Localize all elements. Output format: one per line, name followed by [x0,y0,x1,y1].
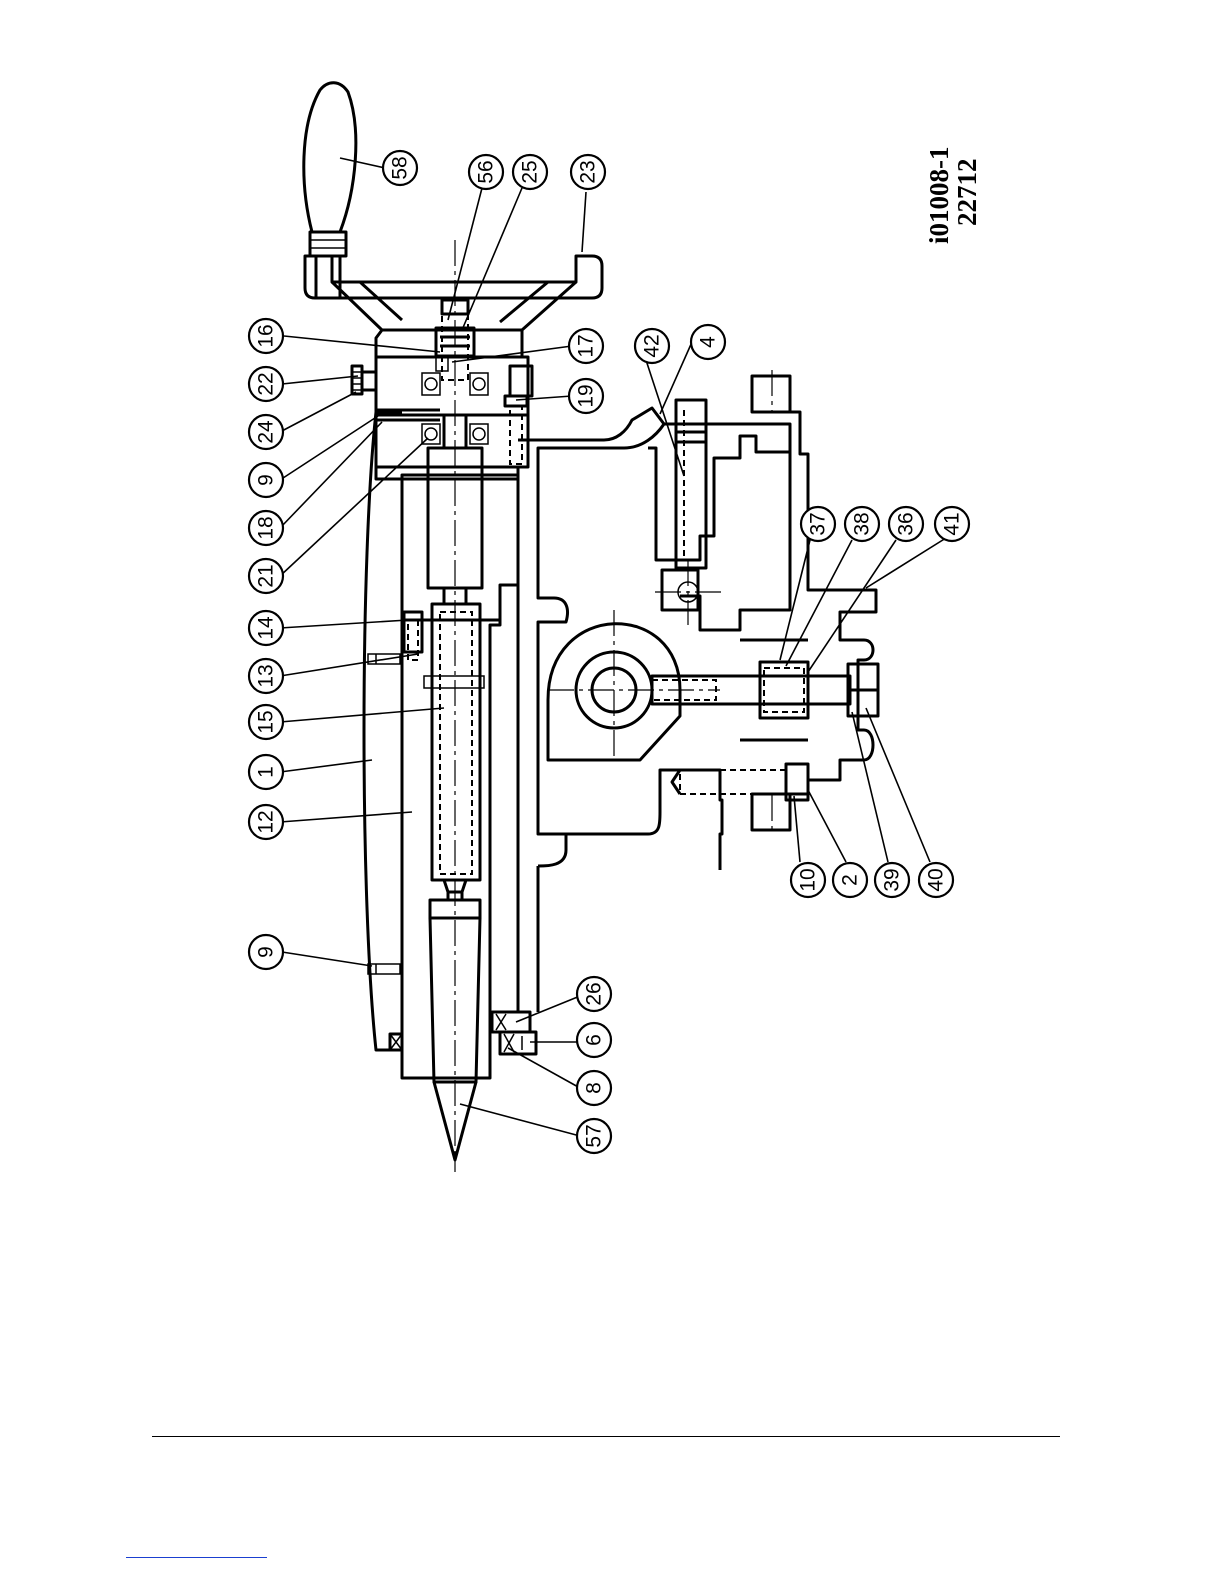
callout-37: 37 [801,507,835,541]
callout-22: 22 [249,367,283,401]
callout-24: 24 [249,415,283,449]
callout-57: 57 [577,1119,611,1153]
callout-number: 19 [575,384,598,407]
callout-number: 16 [255,324,278,347]
bearing-bracket [352,357,532,479]
callout-number: 39 [881,868,904,891]
callout-9: 9 [249,935,283,969]
callout-number: 10 [797,868,820,891]
callout-number: 8 [583,1082,606,1094]
callout-41: 41 [935,507,969,541]
callout-17: 17 [569,329,603,363]
callout-number: 42 [641,334,664,357]
callout-56: 56 [469,155,503,189]
drawing-code-secondary: 22712 [952,159,982,227]
callout-36: 36 [889,507,923,541]
drawing-codes: i01008-1 22712 [924,147,982,245]
ball-handle [304,83,356,298]
callout-4: 4 [691,325,725,359]
callout-number: 9 [255,946,278,958]
callout-number: 24 [255,420,278,444]
callout-number: 37 [807,512,830,535]
callout-9: 9 [249,463,283,497]
callout-19: 19 [569,379,603,413]
callout-12: 12 [249,805,283,839]
callout-number: 36 [895,512,918,535]
callout-39: 39 [875,863,909,897]
callout-40: 40 [919,863,953,897]
callout-number: 4 [697,336,720,348]
callout-number: 56 [475,160,498,183]
callout-number: 2 [839,874,862,886]
callout-number: 41 [941,512,964,535]
callout-number: 9 [255,474,278,486]
callout-18: 18 [249,511,283,545]
callout-number: 40 [925,868,948,891]
callout-42: 42 [635,329,669,363]
callout-58: 58 [383,151,417,185]
callout-8: 8 [577,1071,611,1105]
callout-21: 21 [249,559,283,593]
footer-rule [152,1436,1060,1437]
callout-number: 13 [255,664,278,687]
callout-number: 26 [583,982,606,1005]
drawing-code-primary: i01008-1 [924,147,954,245]
callout-number: 38 [851,512,874,535]
callout-26: 26 [577,977,611,1011]
callout-25: 25 [513,155,547,189]
callout-number: 12 [255,810,278,833]
callout-number: 18 [255,516,278,539]
callout-number: 21 [255,564,278,587]
callout-number: 1 [255,766,278,778]
callout-2: 2 [833,863,867,897]
callout-number: 23 [577,160,600,183]
callout-15: 15 [249,705,283,739]
callout-6: 6 [577,1023,611,1057]
callout-number: 14 [255,616,278,640]
callout-13: 13 [249,659,283,693]
callout-number: 15 [255,710,278,733]
callout-number: 17 [575,334,598,357]
callout-number: 22 [255,372,278,395]
base-casting [518,376,878,1012]
callout-14: 14 [249,611,283,645]
callout-number: 58 [389,156,412,179]
leader-lines [280,158,946,1136]
callout-23: 23 [571,155,605,189]
callout-1: 1 [249,755,283,789]
callout-16: 16 [249,319,283,353]
callout-number: 57 [583,1124,606,1147]
quill-and-body [364,412,536,1078]
callout-38: 38 [845,507,879,541]
callout-number: 6 [583,1034,606,1046]
footer-link-underline [126,1557,267,1558]
callout-10: 10 [791,863,825,897]
callout-number: 25 [519,160,542,183]
handwheel [305,256,602,357]
